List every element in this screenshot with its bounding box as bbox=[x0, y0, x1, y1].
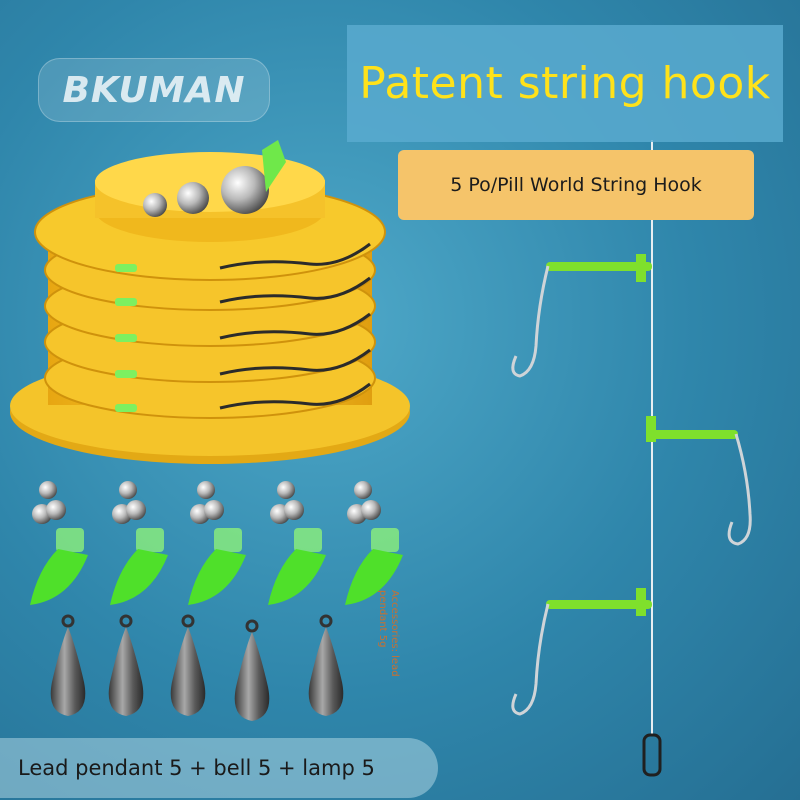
title-banner: Patent string hook bbox=[347, 25, 783, 142]
lead-pendant-set bbox=[50, 614, 344, 721]
bottom-caption: Lead pendant 5 + bell 5 + lamp 5 bbox=[18, 756, 375, 780]
brand-logo-text: BKUMAN bbox=[62, 69, 246, 111]
subtitle-text: 5 Po/Pill World String Hook bbox=[450, 174, 702, 196]
accessory-label: Accessories: lead pendant 5g bbox=[377, 590, 400, 677]
brand-logo-pill: BKUMAN bbox=[38, 58, 270, 122]
bottom-caption-bar: Lead pendant 5 + bell 5 + lamp 5 bbox=[0, 738, 438, 798]
subtitle-banner: 5 Po/Pill World String Hook bbox=[398, 150, 754, 220]
page-title: Patent string hook bbox=[359, 58, 771, 109]
bell-lamp-set bbox=[30, 481, 403, 605]
string-hook-rig bbox=[511, 140, 752, 777]
hook-spool-stack bbox=[10, 140, 410, 464]
